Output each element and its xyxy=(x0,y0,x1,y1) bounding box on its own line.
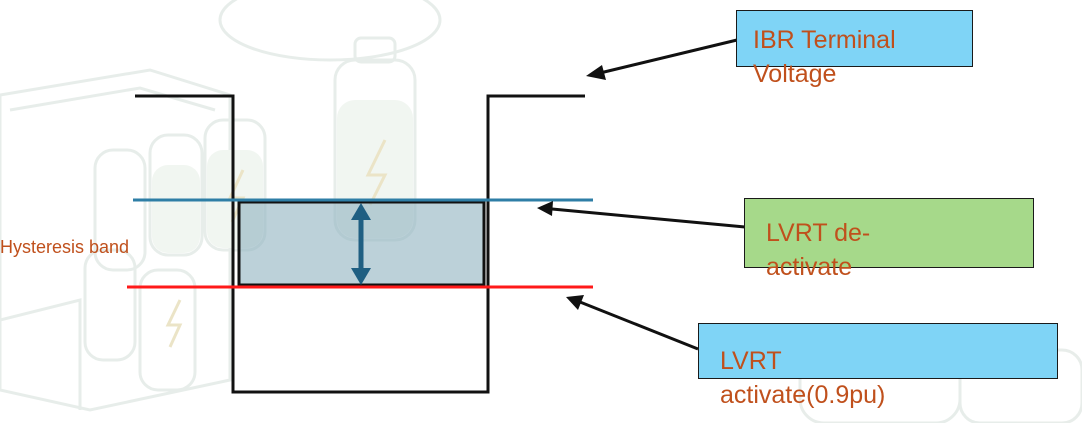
lvrt-deactivate-box xyxy=(744,198,1034,268)
ibr-terminal-voltage-label: IBR Terminal Voltage xyxy=(753,26,896,88)
hysteresis-band-label: Hysteresis band xyxy=(0,237,130,257)
lvrt-deactivate-pointer-arrow xyxy=(537,201,746,229)
lvrt-activate-label: LVRT activate(0.9pu) xyxy=(720,347,886,409)
lvrt-activate-pointer-arrow xyxy=(566,295,699,351)
lvrt-deactivate-label: LVRT de-activate xyxy=(766,219,871,281)
ibr-terminal-voltage-box xyxy=(736,10,973,67)
terminal-voltage-waveform xyxy=(135,94,585,394)
ibr-voltage-pointer-arrow xyxy=(586,38,738,80)
lvrt-activate-box xyxy=(698,323,1058,379)
band-width-arrow xyxy=(351,203,371,285)
